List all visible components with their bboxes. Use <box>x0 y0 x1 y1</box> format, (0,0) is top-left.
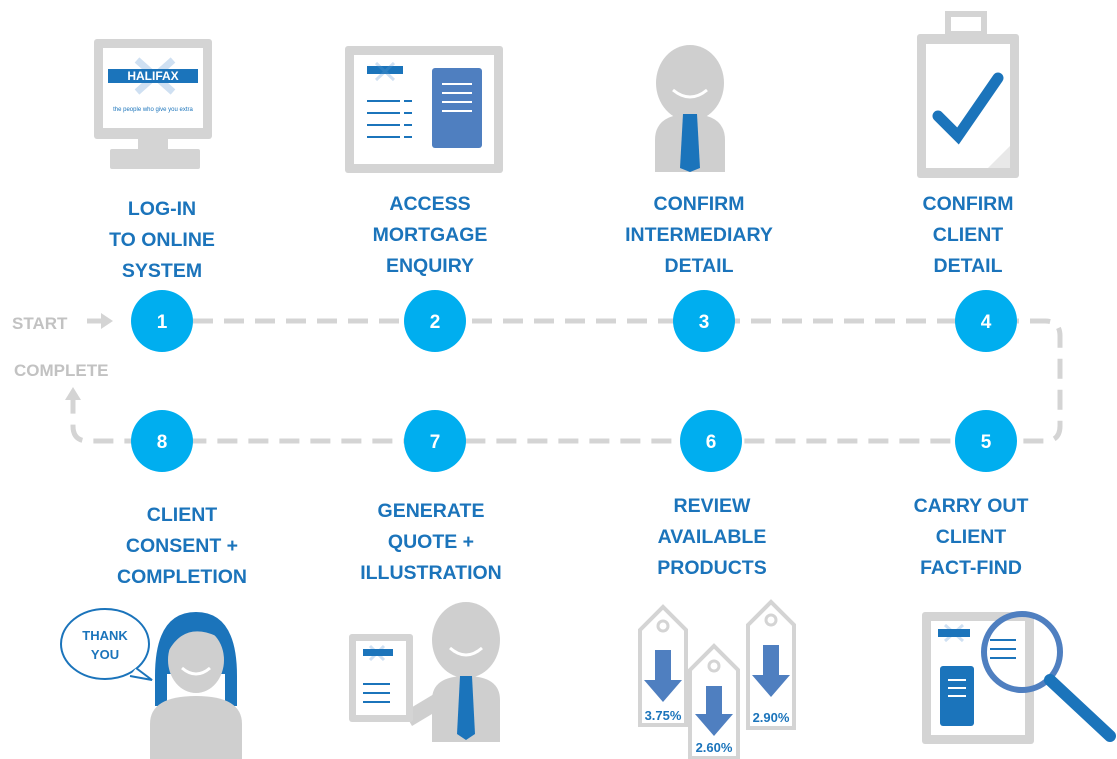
step-circle-4: 4 <box>955 290 1017 352</box>
step-title-1: LOG-IN TO ONLINE SYSTEM <box>62 194 262 287</box>
step-number: 8 <box>157 432 168 453</box>
start-arrow-icon <box>87 313 113 329</box>
step-title-line: GENERATE <box>377 500 485 522</box>
step-title-line: DETAIL <box>664 255 734 277</box>
step-title-6: REVIEW AVAILABLE PRODUCTS <box>612 491 812 584</box>
complete-label: COMPLETE <box>14 361 108 380</box>
step-title-line: CONFIRM <box>653 193 745 215</box>
computer-monitor-icon: HALIFAX the people who give you extra <box>94 39 212 169</box>
step-title-line: AVAILABLE <box>657 526 767 548</box>
step-title-2: ACCESS MORTGAGE ENQUIRY <box>330 189 530 282</box>
magnifying-glass-icon <box>981 611 1116 742</box>
step-title-line: REVIEW <box>673 495 751 517</box>
step-title-line: DETAIL <box>933 255 1003 277</box>
halifax-logo-icon: HALIFAX the people who give you extra <box>108 57 198 113</box>
step-number: 1 <box>157 312 168 333</box>
step-number: 2 <box>430 312 441 333</box>
step-title-line: CLIENT <box>932 224 1004 246</box>
step-circle-1: 1 <box>131 290 193 352</box>
step-title-8: CLIENT CONSENT + COMPLETION <box>82 500 282 593</box>
clipboard-check-icon <box>917 11 1019 178</box>
quote-presenter-icon <box>349 602 500 742</box>
halifax-tagline: the people who give you extra <box>113 107 193 113</box>
step-title-line: ACCESS <box>389 193 471 215</box>
halifax-logo-text: HALIFAX <box>127 69 178 83</box>
mortgage-enquiry-screen-icon <box>345 46 503 173</box>
step-title-line: INTERMEDIARY <box>625 224 773 246</box>
price-tag-value: 2.60% <box>696 740 733 755</box>
price-tag-value: 3.75% <box>645 708 682 723</box>
price-tags-icon: 3.75% 2.90% 2.60% <box>638 599 796 759</box>
price-tag-left: 3.75% <box>638 604 688 727</box>
complete-arrow-icon <box>65 387 81 400</box>
step-number: 3 <box>699 312 710 333</box>
price-tag-value: 2.90% <box>753 710 790 725</box>
quote-document-icon <box>349 634 413 722</box>
speech-bubble-line-2: YOU <box>91 647 119 662</box>
step-title-line: ENQUIRY <box>385 255 475 277</box>
step-circle-7: 7 <box>404 410 466 472</box>
step-title-line: CONSENT + <box>125 535 239 557</box>
step-title-line: CLIENT <box>935 526 1007 548</box>
step-title-line: CARRY OUT <box>913 495 1029 517</box>
step-number: 4 <box>981 312 992 333</box>
step-title-5: CARRY OUT CLIENT FACT-FIND <box>871 491 1071 584</box>
step-circle-8: 8 <box>131 410 193 472</box>
price-tag-right: 2.90% <box>746 599 796 730</box>
step-title-line: LOG-IN <box>127 198 197 220</box>
step-title-line: ILLUSTRATION <box>360 562 502 584</box>
step-title-line: TO ONLINE <box>109 229 215 251</box>
step-title-line: CONFIRM <box>922 193 1014 215</box>
step-number: 5 <box>981 432 992 453</box>
step-circle-2: 2 <box>404 290 466 352</box>
step-circle-5: 5 <box>955 410 1017 472</box>
step-circle-3: 3 <box>673 290 735 352</box>
step-title-line: PRODUCTS <box>657 557 767 579</box>
start-label: START <box>12 314 68 333</box>
step-circle-6: 6 <box>680 410 742 472</box>
step-title-line: COMPLETION <box>117 566 247 588</box>
speech-bubble-icon: THANK YOU <box>60 608 153 681</box>
step-number: 7 <box>430 432 441 453</box>
step-title-line: FACT-FIND <box>920 557 1022 579</box>
speech-bubble-line-1: THANK <box>82 628 128 643</box>
intermediary-person-icon <box>655 45 725 172</box>
price-tag-middle: 2.60% <box>688 643 740 759</box>
step-number: 6 <box>706 432 717 453</box>
woman-consent-icon: THANK YOU <box>60 608 242 759</box>
step-title-7: GENERATE QUOTE + ILLUSTRATION <box>331 496 531 589</box>
step-title-4: CONFIRM CLIENT DETAIL <box>868 189 1068 282</box>
step-title-line: QUOTE + <box>387 531 475 553</box>
flow-path <box>70 318 1063 444</box>
step-title-line: MORTGAGE <box>372 224 488 246</box>
step-title-line: SYSTEM <box>121 260 203 282</box>
step-title-line: CLIENT <box>146 504 218 526</box>
step-title-3: CONFIRM INTERMEDIARY DETAIL <box>599 189 799 282</box>
fact-find-document-icon <box>922 611 1116 744</box>
